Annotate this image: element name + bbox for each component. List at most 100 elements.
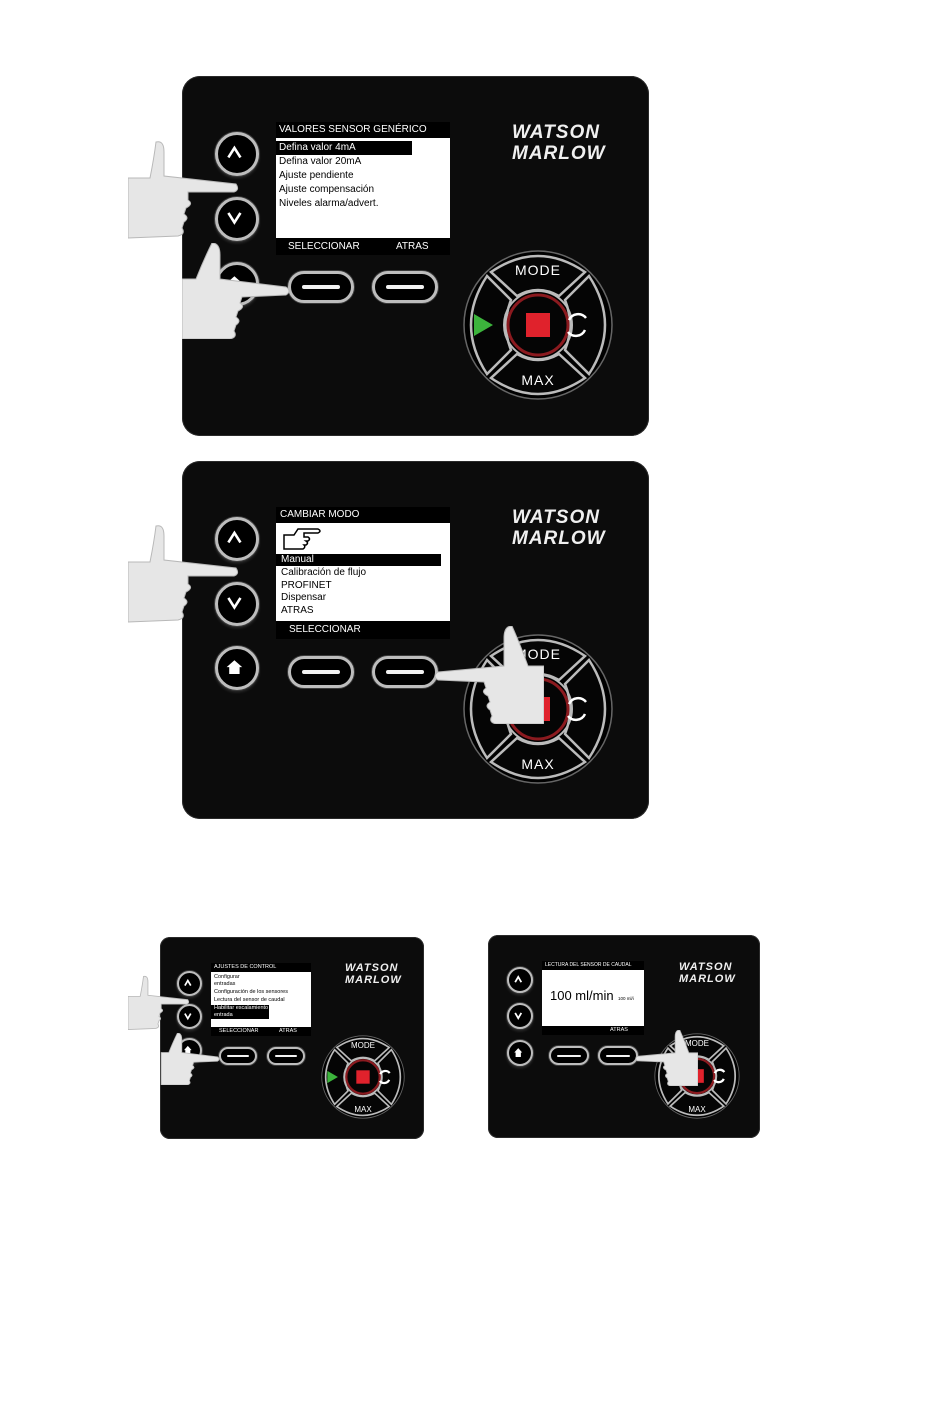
softkey-labels: SELECCIONAR ATRAS (211, 1027, 311, 1036)
control-pad: MODE MAX (319, 1033, 407, 1121)
max-button[interactable] (488, 736, 588, 780)
screen-title: AJUSTES DE CONTROL (211, 963, 311, 972)
flow-reading-value: 100 ml/min (550, 988, 614, 1003)
pointing-hand-icon (160, 1032, 222, 1086)
screen-title: VALORES SENSOR GENÉRICO (276, 122, 450, 138)
down-button[interactable] (177, 1004, 202, 1029)
pointing-hand-icon (634, 1029, 699, 1087)
play-icon (474, 314, 493, 336)
softkey-left[interactable] (219, 1047, 257, 1065)
pump-panel-2: CAMBIAR MODO Manual Calibración de flujo… (182, 461, 649, 819)
softkey-right-label: ATRAS (396, 241, 429, 252)
menu-item-1[interactable]: Defina valor 4mA (276, 141, 412, 155)
menu-item-1[interactable]: Configurar (214, 974, 240, 980)
pointing-hand-icon (282, 527, 324, 551)
menu-screen-2: CAMBIAR MODO Manual Calibración de flujo… (276, 507, 450, 639)
down-arrow-icon (227, 597, 242, 610)
softkey-labels: ATRAS (542, 1026, 644, 1035)
softkey-labels: SELECCIONAR (276, 621, 450, 639)
max-label: MAX (521, 756, 555, 772)
menu-item-2[interactable]: Calibración de flujo (281, 567, 367, 578)
down-button[interactable] (507, 1003, 533, 1029)
mode-label: MODE (515, 262, 561, 278)
softkey-left-label: SELECCIONAR (219, 1028, 259, 1034)
screen-title: LECTURA DEL SENSOR DE CAUDAL (542, 961, 644, 970)
refresh-button[interactable] (563, 658, 607, 760)
menu-item-5[interactable]: ATRAS (281, 605, 314, 616)
up-arrow-icon (227, 145, 242, 159)
down-button[interactable] (215, 582, 259, 626)
mode-label: MODE (351, 1041, 375, 1050)
softkey-left[interactable] (288, 656, 354, 688)
pointing-hand-icon (127, 524, 240, 624)
screen-title: CAMBIAR MODO (276, 507, 450, 523)
home-icon (514, 1048, 523, 1057)
softkey-left-label: SELECCIONAR (288, 241, 360, 252)
refresh-button[interactable] (563, 274, 607, 376)
softkey-right[interactable] (267, 1047, 305, 1065)
menu-item-4[interactable]: Dispensar (281, 592, 327, 603)
control-pad: MODE MAX (461, 246, 615, 404)
menu-item-2[interactable]: Configuración de los sensores (214, 989, 288, 995)
max-label: MAX (521, 372, 555, 388)
pump-panel-4: LECTURA DEL SENSOR DE CAUDAL 100 ml/min … (488, 935, 760, 1138)
softkey-left[interactable] (549, 1046, 589, 1065)
home-icon (184, 1045, 192, 1055)
refresh-icon (567, 696, 587, 722)
home-button[interactable] (507, 1040, 533, 1066)
softkey-right-label: ATRAS (279, 1028, 297, 1034)
softkey-right-label: ATRAS (610, 1027, 628, 1033)
softkey-labels: SELECCIONAR ATRAS (276, 238, 450, 255)
up-button[interactable] (177, 971, 202, 996)
menu-item-1b[interactable]: entradas (214, 981, 236, 987)
pump-panel-1: VALORES SENSOR GENÉRICO Defina valor 4mA… (182, 76, 649, 436)
up-arrow-icon (184, 978, 192, 987)
down-button[interactable] (215, 197, 259, 241)
down-arrow-icon (227, 212, 242, 225)
flow-reading: 100 ml/min 100 ml/i (550, 987, 634, 1005)
menu-item-4[interactable]: Habilitar escalamiento (211, 1005, 269, 1012)
softkey-right[interactable] (372, 271, 438, 303)
pointing-hand-icon (181, 242, 292, 340)
menu-item-3[interactable]: Ajuste pendiente (279, 170, 354, 181)
pointing-hand-icon (127, 975, 190, 1031)
up-button[interactable] (215, 132, 259, 176)
mode-label: MODE (685, 1039, 709, 1048)
pump-panel-3: AJUSTES DE CONTROL Configurar entradas C… (160, 937, 424, 1139)
softkey-left[interactable] (288, 271, 354, 303)
max-label: MAX (354, 1105, 372, 1114)
mode-button[interactable] (488, 254, 588, 298)
home-icon (226, 660, 243, 675)
stop-icon (356, 1070, 370, 1084)
mode-label: MODE (515, 646, 561, 662)
stop-icon (526, 313, 550, 337)
home-button[interactable] (215, 646, 259, 690)
down-arrow-icon (514, 1012, 523, 1020)
menu-item-2[interactable]: Defina valor 20mA (279, 156, 362, 167)
menu-item-3[interactable]: PROFINET (281, 580, 332, 591)
softkey-right[interactable] (598, 1046, 638, 1065)
up-button[interactable] (215, 517, 259, 561)
menu-item-3[interactable]: Lectura del sensor de caudal (214, 997, 285, 1003)
flow-reading-small: 100 ml/i (618, 996, 634, 1001)
reading-screen: LECTURA DEL SENSOR DE CAUDAL 100 ml/min … (542, 961, 644, 1035)
menu-item-1[interactable]: Manual (276, 554, 441, 566)
softkey-right[interactable] (372, 656, 438, 688)
pointing-hand-icon (127, 140, 240, 240)
menu-item-4b[interactable]: entrada (211, 1012, 269, 1019)
up-arrow-icon (227, 530, 242, 544)
refresh-icon (713, 1068, 726, 1084)
menu-item-4[interactable]: Ajuste compensación (279, 184, 375, 195)
menu-item-5[interactable]: Niveles alarma/advert. (279, 198, 379, 209)
menu-screen-1: VALORES SENSOR GENÉRICO Defina valor 4mA… (276, 122, 450, 255)
menu-screen-3: AJUSTES DE CONTROL Configurar entradas C… (211, 963, 311, 1036)
up-button[interactable] (507, 967, 533, 993)
max-button[interactable] (488, 352, 588, 396)
max-label: MAX (688, 1105, 706, 1114)
softkey-left-label: SELECCIONAR (289, 624, 361, 635)
play-icon (327, 1070, 338, 1084)
